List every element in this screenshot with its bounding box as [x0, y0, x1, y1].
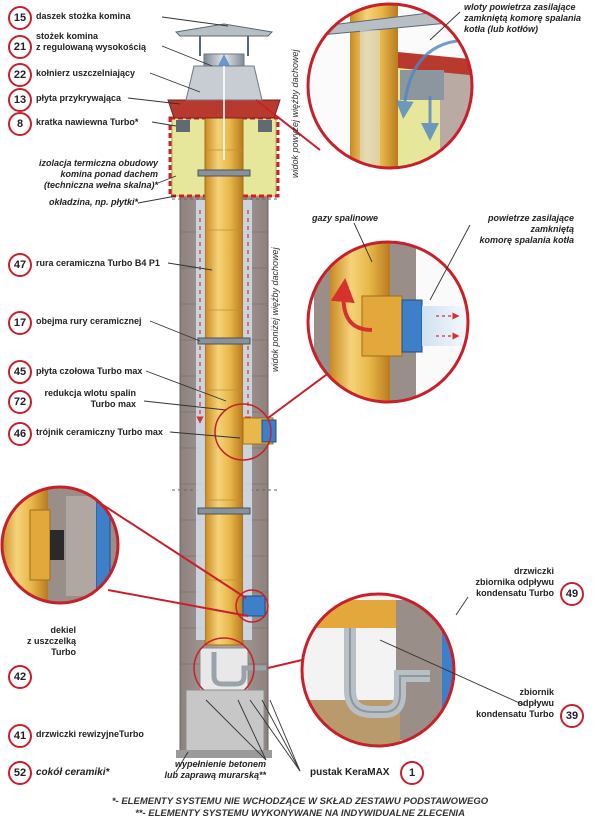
callout-47: 47: [8, 253, 32, 277]
label-air-inlets-2: zamkniętą komorę spalania: [464, 13, 582, 23]
label-supply-air-2: zamkniętą: [530, 224, 574, 234]
callout-15: 15: [8, 6, 32, 30]
label-insulation-1: izolacja termiczna obudowy: [38, 158, 158, 168]
label-cover-plate: płyta przykrywająca: [36, 93, 122, 103]
label-condensate-tank-3: kondensatu Turbo: [476, 709, 554, 719]
label-flue-gases: gazy spalinowe: [312, 213, 379, 223]
chimney-column: [167, 23, 281, 758]
label-supply-air-1: powietrze zasilające: [487, 213, 574, 223]
label-air-grille: kratka nawiewna Turbo*: [36, 117, 139, 127]
label-chimney-cap: daszek stożka komina: [36, 11, 131, 21]
label-condensate-door-2: zbiornika odpływu: [475, 577, 554, 587]
footnote-optional-elements: *- ELEMENTY SYSTEMU NIE WCHODZĄCE W SKŁA…: [111, 796, 489, 807]
callout-46: 46: [8, 422, 32, 446]
callout-13: 13: [8, 88, 32, 112]
callout-41: 41: [8, 724, 32, 748]
label-lid-3: Turbo: [51, 647, 76, 657]
footnote-custom-elements: **- ELEMENTY SYSTEMU WYKONYWANE NA INDYW…: [135, 808, 465, 819]
callout-22: 22: [8, 63, 32, 87]
detail-circle-top: [308, 4, 472, 168]
label-above-roof-view: widok powyżej więźby dachowej: [290, 49, 300, 178]
detail-circle-condensate: [302, 594, 454, 746]
callout-49: 49: [560, 582, 584, 606]
label-supply-air-3: komorę spalania kotła: [479, 235, 574, 245]
label-condensate-tank-1: zbiornik: [519, 687, 554, 697]
label-ceramic-pipe: rura ceramiczna Turbo B4 P1: [36, 258, 160, 268]
label-air-inlets-3: kotła (lub kotłów): [464, 24, 538, 34]
label-lid-1: dekiel: [50, 625, 76, 635]
detail-circle-door: [2, 487, 118, 603]
label-pipe-clamp: obejma rury ceramicznej: [36, 316, 142, 326]
callout-39: 39: [560, 704, 584, 728]
label-revision-door: drzwiczki rewizyjneTurbo: [36, 729, 144, 739]
detail-circle-tee: [308, 242, 468, 402]
label-condensate-door-3: kondensatu Turbo: [476, 588, 554, 598]
label-lid-2: z uszczelką: [26, 636, 76, 646]
label-air-inlets-1: wloty powietrza zasilające: [464, 2, 576, 12]
callout-45: 45: [8, 360, 32, 384]
label-sealing-collar: kołnierz uszczelniający: [36, 68, 136, 78]
label-keramax-block: pustak KeraMAX: [310, 767, 390, 778]
label-condensate-tank-2: odpływu: [517, 698, 555, 708]
callout-42: 42: [8, 665, 32, 689]
callout-17: 17: [8, 311, 32, 335]
callout-72: 72: [8, 390, 32, 414]
label-ceramic-tee: trójnik ceramiczny Turbo max: [36, 427, 163, 437]
label-concrete-2: lub zaprawą murarską**: [164, 770, 266, 780]
label-chimney-cone-2: z regulowaną wysokością: [36, 42, 147, 52]
callout-1: 1: [400, 761, 424, 785]
label-concrete-1: wypełnienie betonem: [174, 759, 266, 769]
callout-52: 52: [8, 761, 32, 785]
callout-21: 21: [8, 35, 32, 59]
label-front-plate: płyta czołowa Turbo max: [36, 366, 143, 376]
label-condensate-door-1: drzwiczki: [513, 566, 554, 576]
label-insulation-3: (techniczna wełna skalna)*: [43, 180, 158, 190]
label-flue-reduction-1: redukcja wlotu spalin: [44, 388, 136, 398]
label-cladding: okładzina, np. płytki*: [48, 197, 138, 207]
label-below-roof-view: widok poniżej więźby dachowej: [270, 247, 280, 372]
label-chimney-cone-1: stożek komina: [36, 31, 99, 41]
label-flue-reduction-2: Turbo max: [90, 399, 136, 409]
callout-8: 8: [8, 112, 32, 136]
label-ceramic-plinth: cokół ceramiki*: [36, 767, 110, 778]
label-insulation-2: komina ponad dachem: [60, 169, 158, 179]
